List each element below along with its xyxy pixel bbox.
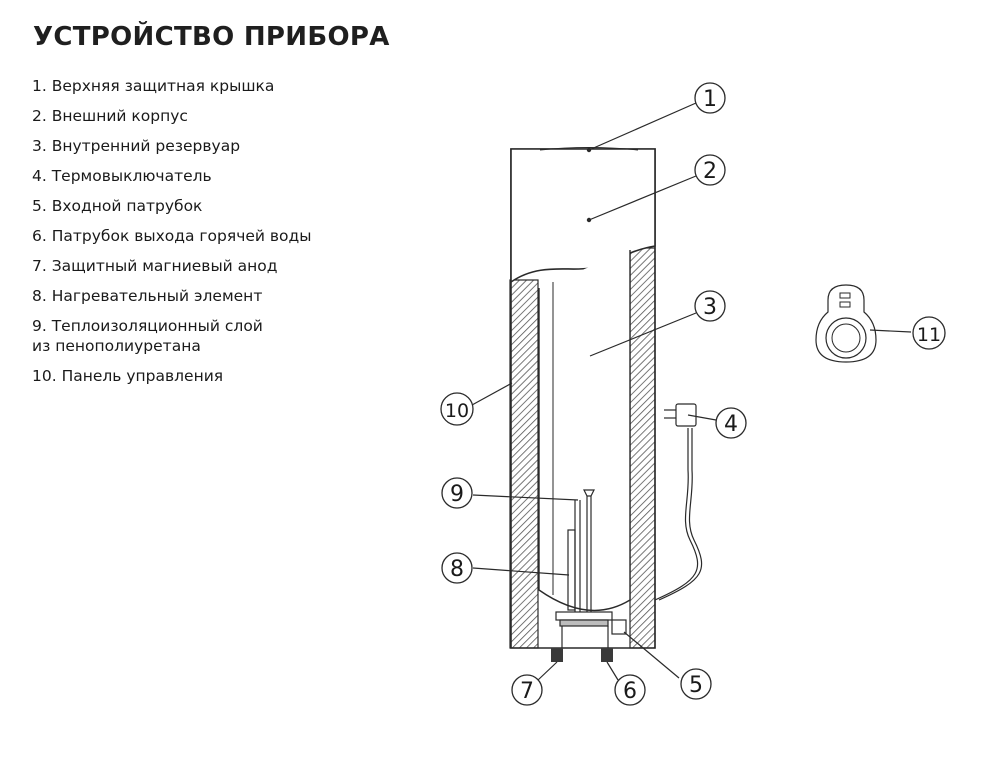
- callout-5: 5: [680, 668, 712, 700]
- callout-7-label: 7: [520, 679, 534, 704]
- callout-9: 9: [441, 477, 473, 509]
- callout-4: 4: [715, 407, 747, 439]
- callout-11-label: 11: [917, 324, 941, 346]
- callout-2-label: 2: [703, 159, 717, 184]
- callout-10-label: 10: [445, 400, 469, 422]
- callout-3: 3: [694, 290, 726, 322]
- bottom-flange: [555, 611, 627, 650]
- callout-3-label: 3: [703, 295, 717, 320]
- legend-item-9: 9. Теплоизоляционный слой из пенополиуре…: [32, 317, 263, 355]
- power-cord: [654, 428, 703, 601]
- leader-lines: [471, 102, 912, 681]
- control-panel: [815, 284, 877, 363]
- callout-8: 8: [441, 552, 473, 584]
- heating-element: [567, 500, 581, 612]
- legend-item-6: 6. Патрубок выхода горячей воды: [32, 227, 312, 245]
- callout-7: 7: [511, 674, 543, 706]
- marker-dot-2: [586, 217, 592, 223]
- plug-icon: [664, 403, 697, 427]
- callout-4-label: 4: [724, 412, 738, 437]
- callout-6-label: 6: [623, 679, 637, 704]
- callout-1: 1: [694, 82, 726, 114]
- parts-legend: 1. Верхняя защитная крышка 2. Внешний ко…: [32, 76, 311, 396]
- hot-water-fitting: [601, 648, 613, 662]
- inner-tank: [538, 250, 631, 612]
- legend-item-8: 8. Нагревательный элемент: [32, 287, 263, 305]
- legend-item-1: 1. Верхняя защитная крышка: [32, 77, 275, 95]
- callout-8-label: 8: [450, 557, 464, 582]
- callout-2: 2: [694, 154, 726, 186]
- callout-6: 6: [614, 674, 646, 706]
- top-cap: [539, 147, 639, 151]
- legend-item-5: 5. Входной патрубок: [32, 197, 203, 215]
- page-title: УСТРОЙСТВО ПРИБОРА: [33, 22, 390, 52]
- callout-5-label: 5: [689, 673, 703, 698]
- marker-dot-1: [586, 147, 592, 153]
- callout-1-label: 1: [703, 87, 717, 112]
- legend-item-4: 4. Термовыключатель: [32, 167, 212, 185]
- thermostat-tube: [583, 489, 595, 612]
- insulation-layer: [509, 247, 656, 649]
- callout-9-label: 9: [450, 482, 464, 507]
- callout-10: 10: [440, 392, 474, 426]
- legend-item-7: 7. Защитный магниевый анод: [32, 257, 278, 275]
- legend-item-2: 2. Внешний корпус: [32, 107, 188, 125]
- legend-item-3: 3. Внутренний резервуар: [32, 137, 241, 155]
- legend-item-10: 10. Панель управления: [32, 367, 224, 385]
- callout-11: 11: [912, 316, 946, 350]
- anode-fitting: [551, 648, 563, 662]
